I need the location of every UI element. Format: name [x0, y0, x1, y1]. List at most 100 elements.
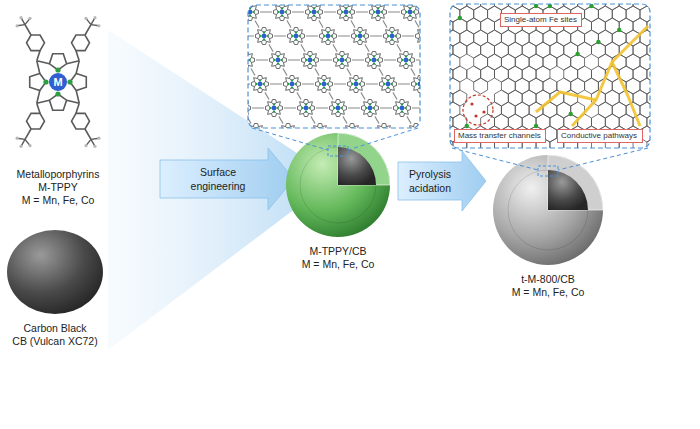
bond — [327, 77, 331, 79]
caption-label: engineering — [191, 180, 246, 193]
nitrogen-atom — [369, 110, 371, 112]
pore-dot — [474, 114, 477, 117]
node-text: M — [49, 73, 67, 91]
pore-highlight — [463, 95, 493, 125]
bond — [377, 65, 381, 67]
nitrogen-atom — [284, 11, 286, 13]
nitrogen-atom — [263, 31, 265, 33]
bond — [331, 41, 335, 43]
bond — [281, 65, 285, 67]
metal-atom — [390, 34, 395, 39]
hydrogen-atom — [15, 137, 18, 140]
unit-backdrop — [382, 26, 402, 46]
bond — [409, 65, 413, 67]
metal-center: M — [49, 73, 67, 91]
unit-backdrop — [350, 26, 370, 46]
cut-face — [548, 155, 603, 210]
nitrogen-atom — [277, 62, 279, 64]
zoom-guide — [252, 128, 328, 150]
caption-label: Carbon Black — [23, 322, 86, 335]
nitrogen-atom — [266, 35, 268, 37]
carbon-hexagon — [450, 78, 460, 94]
nitrogen-atom — [316, 11, 318, 13]
nitrogen-atom — [337, 110, 339, 112]
unit-backdrop — [296, 98, 316, 118]
zoom-inset-border — [248, 5, 420, 128]
nitrogen-atom — [249, 14, 251, 16]
bond — [341, 113, 345, 115]
metal-atom — [408, 10, 413, 15]
metal-atom — [258, 82, 263, 87]
fe-site — [569, 112, 573, 116]
hydrogen-atom — [93, 16, 96, 19]
nitrogen-atom — [391, 31, 393, 33]
caption-label: M = Mn, Fe, Co — [22, 194, 95, 207]
bond — [67, 100, 80, 103]
nitrogen-atom — [291, 86, 293, 88]
bond — [285, 5, 289, 7]
nitrogen-atom — [67, 79, 72, 84]
bond — [304, 53, 308, 55]
unit-backdrop — [248, 50, 256, 70]
bond — [353, 39, 355, 43]
nitrogen-atom — [262, 83, 264, 85]
caption-label: Pyrolysis — [409, 168, 451, 181]
carbon-hexagon — [640, 54, 650, 70]
metal-atom — [368, 106, 373, 111]
metal-atom — [372, 58, 377, 63]
bond — [381, 5, 385, 7]
nitrogen-atom — [341, 11, 343, 13]
hydrogen-atom — [84, 144, 87, 147]
nitrogen-atom — [309, 11, 311, 13]
node-text: Mass transfer channels — [458, 131, 542, 141]
bond — [345, 65, 349, 67]
bond — [391, 89, 395, 91]
zoom-guide — [452, 148, 538, 170]
unit-backdrop — [360, 98, 380, 118]
nitrogen-atom — [277, 11, 279, 13]
nitrogen-atom — [276, 107, 278, 109]
bond — [249, 53, 253, 55]
nitrogen-atom — [401, 110, 403, 112]
bond — [335, 63, 337, 67]
metal-atom — [308, 58, 313, 63]
nitrogen-atom — [277, 55, 279, 57]
pore-dot — [470, 102, 473, 105]
carbon-hexagon — [640, 78, 650, 94]
bond — [259, 125, 263, 127]
bond — [309, 113, 313, 115]
bond — [295, 77, 299, 79]
nitrogen-atom — [291, 79, 293, 81]
bond — [37, 61, 40, 74]
bond — [76, 91, 79, 104]
bond — [76, 103, 79, 113]
bond — [363, 29, 367, 31]
bond — [331, 111, 333, 115]
bond — [85, 129, 91, 139]
caption-label: M = Mn, Fe, Co — [512, 286, 585, 299]
hydrogen-atom — [97, 137, 100, 140]
nitrogen-atom — [412, 11, 414, 13]
bond — [403, 15, 405, 19]
bond — [295, 89, 299, 91]
bond — [413, 17, 417, 19]
bond — [307, 15, 309, 19]
bond — [267, 41, 271, 43]
bond — [289, 39, 291, 43]
bond — [371, 15, 373, 19]
nitrogen-atom — [387, 35, 389, 37]
nitrogen-atom — [344, 59, 346, 61]
caption-label: M = Mn, Fe, Co — [302, 258, 375, 271]
bond — [67, 61, 80, 64]
bond — [267, 29, 271, 31]
bond — [309, 101, 313, 103]
nitrogen-atom — [330, 35, 332, 37]
bond — [258, 29, 262, 31]
nitrogen-atom — [259, 86, 261, 88]
metal-atom — [358, 34, 363, 39]
metal-atom — [344, 10, 349, 15]
bond — [286, 77, 290, 79]
bond — [285, 17, 289, 19]
unit-backdrop — [286, 26, 306, 46]
